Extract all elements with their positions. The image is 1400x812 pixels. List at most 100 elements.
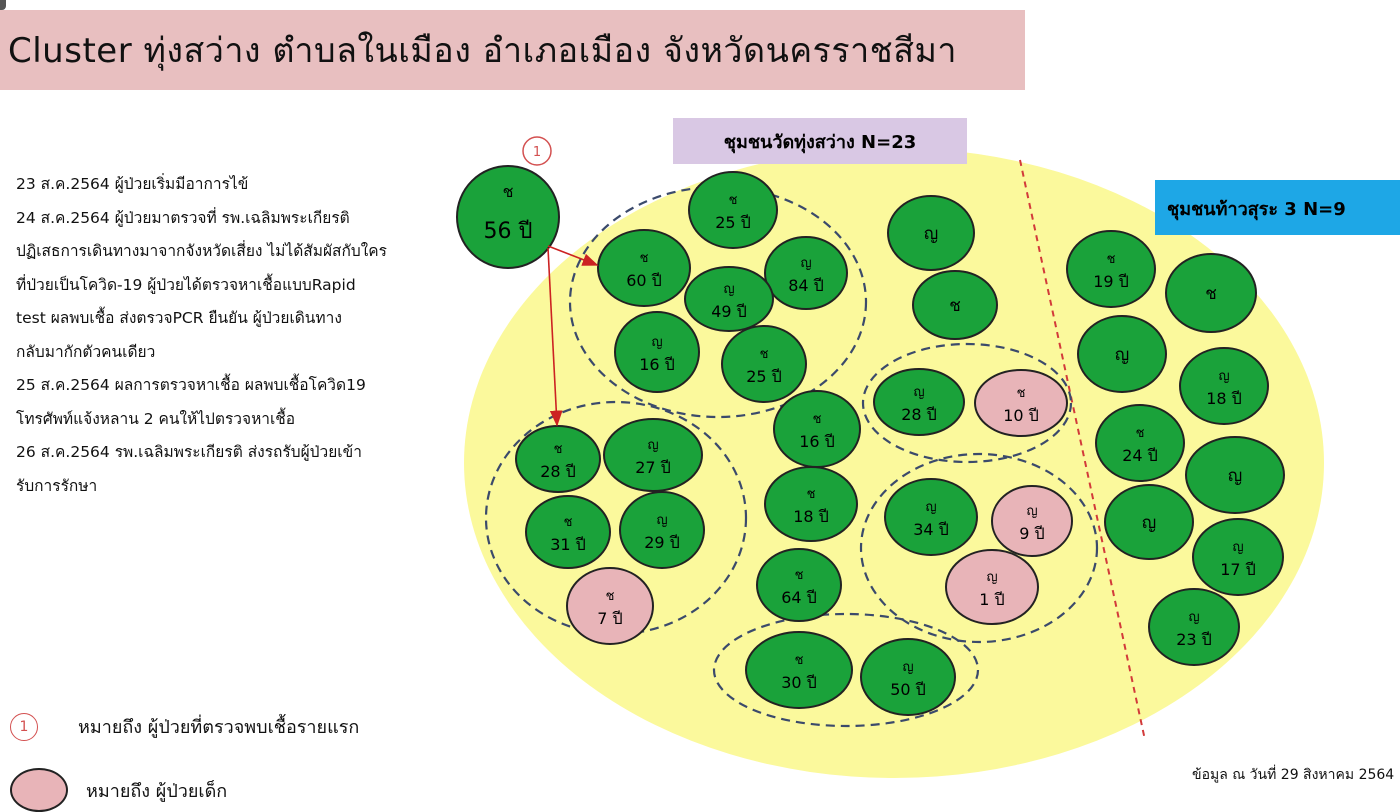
timeline-line: กลับมากักตัวคนเดียว — [16, 342, 156, 361]
community-label-wat: ชุมชนวัดทุ่งสว่าง N=23 — [673, 118, 967, 164]
case-circle — [619, 491, 705, 569]
case-sex: ญ — [1115, 345, 1130, 365]
case-circle — [945, 549, 1039, 625]
case-age: 84 ปี — [788, 276, 824, 295]
case-circle — [1185, 436, 1285, 514]
timeline-line: 25 ส.ค.2564 ผลการตรวจหาเชื้อ ผลพบเชื้อโค… — [16, 376, 366, 394]
case-node: ช 64 ปี — [756, 548, 842, 622]
case-node: ช 24 ปี — [1095, 404, 1185, 482]
case-node: ช 7 ปี — [566, 567, 654, 645]
case-circle — [1104, 484, 1194, 560]
index-case-circle — [456, 165, 560, 269]
case-node: ญ27 ปี — [603, 418, 703, 492]
index-case-sex: ช — [503, 182, 514, 201]
case-node: ญ 29 ปี — [619, 491, 705, 569]
case-circle — [860, 638, 956, 716]
case-node: ช16 ปี — [773, 390, 861, 468]
case-sex: ญ — [1142, 513, 1157, 533]
case-node: ช25 ปี — [688, 171, 778, 249]
case-sex: ญ — [986, 570, 997, 585]
case-circle — [912, 270, 998, 340]
case-sex: ช — [795, 653, 804, 668]
case-age: 50 ปี — [890, 680, 926, 699]
case-node: ญ — [1077, 315, 1167, 393]
case-sex: ญ — [1232, 540, 1243, 555]
case-sex: ช — [795, 568, 804, 583]
case-sex: ช — [1205, 284, 1217, 304]
timeline-line: ที่ป่วยเป็นโควิด-19 ผู้ป่วยได้ตรวจหาเชื้… — [16, 275, 356, 294]
timeline-line: โทรศัพท์แจ้งหลาน 2 คนให้ไปตรวจหาเชื้อ — [16, 409, 296, 428]
case-sex: ญ — [656, 513, 667, 528]
corner-marker — [0, 0, 6, 10]
case-sex: ช — [1017, 386, 1026, 401]
case-sex: ญ — [800, 256, 811, 271]
case-age: 18 ปี — [1206, 389, 1242, 408]
case-circle — [1095, 404, 1185, 482]
cluster-diagram: ช25 ปีช60 ปีญ84 ปีญ49 ปีญ16 ปีช25 ปีญชญ2… — [456, 118, 1400, 778]
case-node: ญ50 ปี — [860, 638, 956, 716]
case-node: ญ 84 ปี — [764, 236, 848, 310]
case-circle — [688, 171, 778, 249]
case-node: ช60 ปี — [597, 229, 691, 307]
case-node: ช18 ปี — [764, 466, 858, 542]
case-node: ญ — [887, 195, 975, 271]
case-age: 7 ปี — [597, 609, 622, 628]
case-age: 25 ปี — [746, 367, 782, 386]
case-sex: ช — [640, 251, 649, 266]
index-marker-number: 1 — [533, 145, 541, 160]
legend-pink-swatch — [10, 768, 68, 812]
case-circle — [764, 466, 858, 542]
legend-marker: 1 — [10, 712, 38, 741]
case-age: 18 ปี — [793, 507, 829, 526]
case-node: ช31 ปี — [525, 495, 611, 569]
case-sex: ญ — [651, 335, 662, 350]
household-group — [712, 612, 980, 728]
timeline-line: 23 ส.ค.2564 ผู้ป่วยเริ่มมีอาการไข้ — [16, 175, 249, 193]
case-circle — [764, 236, 848, 310]
case-node: ญ16 ปี — [614, 311, 700, 393]
community-label-thao: ชุมชนท้าวสุระ 3 N=9 — [1155, 180, 1400, 235]
case-sex: ญ — [1026, 504, 1037, 519]
case-sex: ช — [1136, 426, 1145, 441]
case-circle — [1165, 253, 1257, 333]
case-age: 34 ปี — [913, 520, 949, 539]
timeline-line: รับการรักษา — [16, 476, 98, 495]
case-circle — [887, 195, 975, 271]
case-sex: ญ — [924, 224, 939, 244]
household-group — [859, 452, 1099, 644]
data-date-footer: ข้อมูล ณ วันที่ 29 สิงหาคม 2564 — [1192, 767, 1395, 783]
case-age: 24 ปี — [1122, 446, 1158, 465]
page-title: Cluster ทุ่งสว่าง ตำบลในเมือง อำเภอเมือง… — [8, 31, 958, 71]
case-age: 64 ปี — [781, 588, 817, 607]
case-age: 16 ปี — [799, 432, 835, 451]
case-node: ญ — [1104, 484, 1194, 560]
case-age: 25 ปี — [715, 213, 751, 232]
case-circle — [603, 418, 703, 492]
case-circle — [614, 311, 700, 393]
case-sex: ญ — [913, 385, 924, 400]
case-sex: ช — [949, 296, 961, 316]
case-sex: ญ — [1188, 610, 1199, 625]
case-age: 10 ปี — [1003, 406, 1039, 425]
case-age: 31 ปี — [550, 535, 586, 554]
case-sex: ญ — [1218, 369, 1229, 384]
case-circle — [991, 485, 1073, 557]
case-node: ญ 18 ปี — [1179, 347, 1269, 425]
case-age: 19 ปี — [1093, 272, 1129, 291]
case-circle — [721, 325, 807, 403]
case-node: ญ 1 ปี — [945, 549, 1039, 625]
case-age: 1 ปี — [979, 590, 1004, 609]
case-sex: ช — [606, 589, 615, 604]
case-node: ช19 ปี — [1066, 230, 1156, 308]
case-age: 49 ปี — [711, 302, 747, 321]
legend-child: หมายถึง ผู้ป่วยเด็ก — [10, 768, 227, 812]
case-age: 27 ปี — [635, 458, 671, 477]
case-age: 29 ปี — [644, 533, 680, 552]
case-node: ญ34 ปี — [884, 478, 978, 556]
timeline-line: ปฏิเสธการเดินทางมาจากจังหวัดเสี่ยง ไม่ได… — [16, 242, 387, 260]
case-circle — [1077, 315, 1167, 393]
timeline-line: 26 ส.ค.2564 รพ.เฉลิมพระเกียรติ ส่งรถรับผ… — [16, 443, 362, 461]
case-circle — [773, 390, 861, 468]
index-case: ช 56 ปี 1 — [456, 136, 560, 269]
case-circle — [745, 631, 853, 709]
